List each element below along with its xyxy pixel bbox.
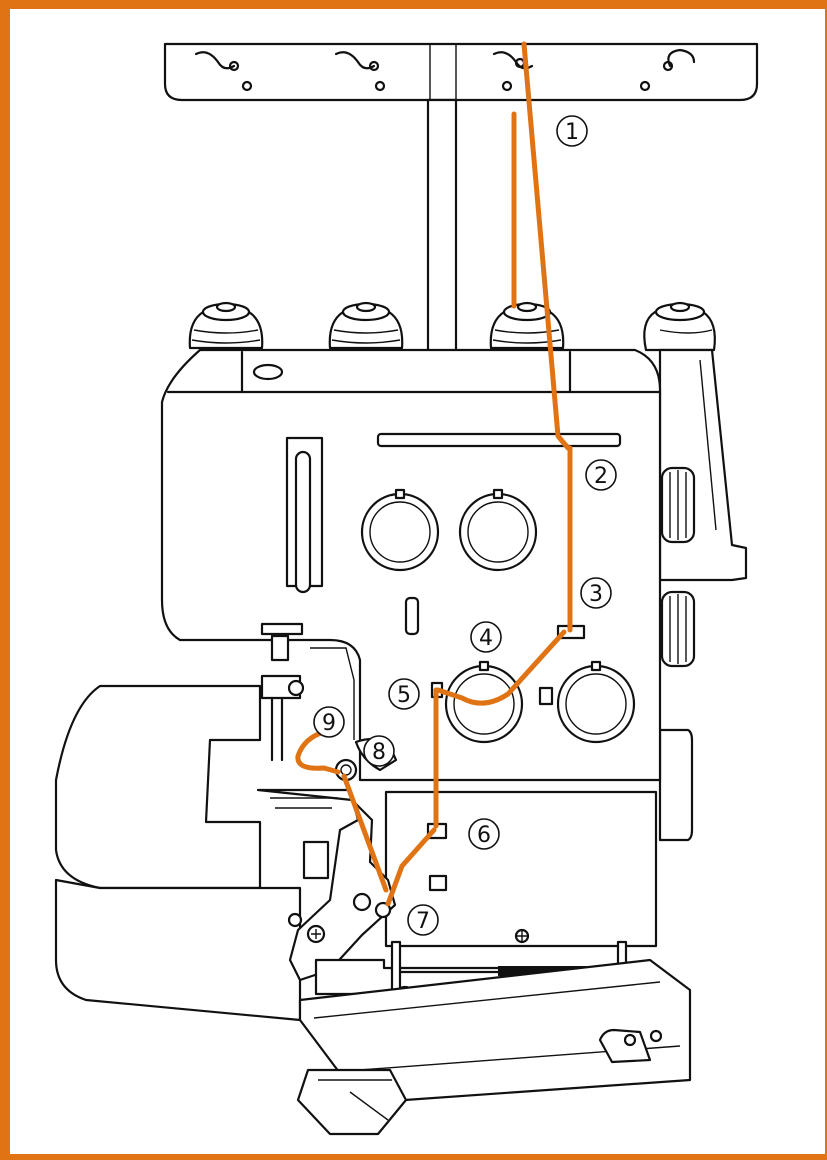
thread-cones bbox=[188, 301, 716, 352]
needle-assembly bbox=[260, 622, 355, 762]
step-label-4: 4 bbox=[470, 621, 502, 653]
step-label-5: 5 bbox=[388, 678, 420, 710]
stand-holes bbox=[241, 80, 651, 92]
step-number-1: 1 bbox=[565, 120, 579, 145]
step-number-6: 6 bbox=[477, 823, 491, 848]
step-label-3: 3 bbox=[580, 577, 612, 609]
machine-bed bbox=[54, 684, 302, 1022]
thread-stand bbox=[163, 42, 759, 357]
step-number-7: 7 bbox=[416, 909, 430, 934]
tension-dials-upper bbox=[360, 488, 538, 572]
step-label-8: 8 bbox=[363, 735, 395, 767]
step-label-7: 7 bbox=[407, 904, 439, 936]
step-number-4: 4 bbox=[479, 626, 493, 651]
front-cover bbox=[296, 958, 692, 1136]
thread-guide-hooks bbox=[194, 48, 696, 72]
thread-path bbox=[295, 41, 573, 907]
step-label-2: 2 bbox=[585, 459, 617, 491]
step-number-9: 9 bbox=[322, 711, 336, 736]
step-number-2: 2 bbox=[594, 464, 608, 489]
step-number-8: 8 bbox=[372, 740, 386, 765]
right-side-housing bbox=[658, 348, 748, 842]
step-number-3: 3 bbox=[589, 582, 603, 607]
step-number-5: 5 bbox=[397, 683, 411, 708]
step-label-6: 6 bbox=[468, 818, 500, 850]
step-label-9: 9 bbox=[313, 706, 345, 738]
step-label-1: 1 bbox=[556, 115, 588, 147]
